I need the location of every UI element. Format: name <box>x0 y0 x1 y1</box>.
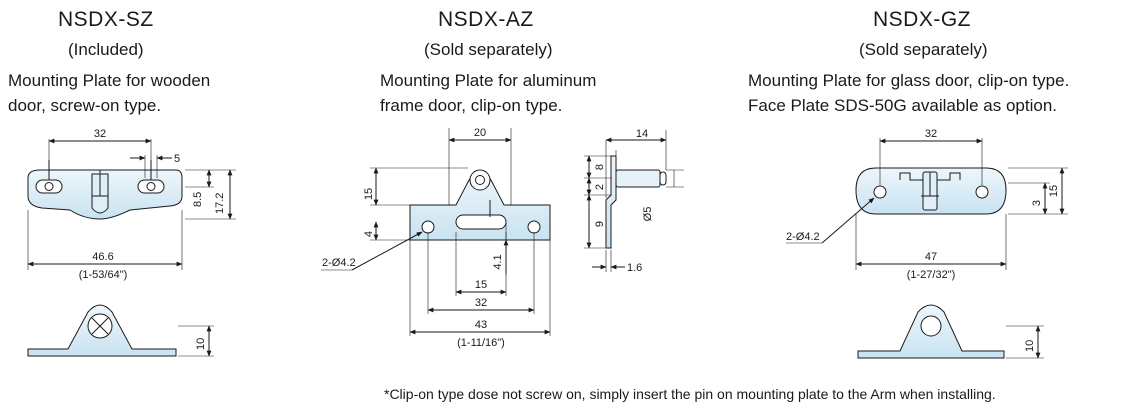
az-side-view <box>584 130 684 272</box>
description-gz-line2: Face Plate SDS-50G available as option. <box>748 96 1058 115</box>
az-dim-pin-dia: Ø5 <box>642 207 654 222</box>
az-dim-side-8: 8 <box>594 164 606 170</box>
sz-dim-width-total: 46.6 <box>92 251 113 263</box>
sz-slot-right <box>137 179 165 194</box>
sz-side-view <box>27 304 214 357</box>
gz-dim-holes: 2-Ø4.2 <box>786 231 820 243</box>
gz-dim-height-3: 3 <box>1031 200 1043 206</box>
description-az-line2: frame door, clip-on type. <box>380 96 563 115</box>
availability-az: (Sold separately) <box>424 40 553 59</box>
gz-dim-side-height: 10 <box>1024 340 1036 352</box>
gz-top-view <box>786 138 1068 270</box>
sz-top-view <box>27 138 236 270</box>
az-dim-holes: 2-Ø4.2 <box>322 257 356 269</box>
az-dim-height-41: 4.1 <box>492 254 504 269</box>
model-title-az: NSDX-AZ <box>438 8 534 31</box>
description-az-line1: Mounting Plate for aluminum <box>380 71 597 90</box>
az-dim-width-15: 15 <box>475 279 487 291</box>
description-sz-line1: Mounting Plate for wooden <box>8 71 211 90</box>
availability-gz: (Sold separately) <box>859 40 988 59</box>
availability-sz: (Included) <box>68 40 144 59</box>
az-dim-height-15: 15 <box>363 188 375 200</box>
sz-pin-tip <box>91 195 109 214</box>
az-dim-side-width: 14 <box>636 128 648 140</box>
az-dim-width-top: 20 <box>474 127 486 139</box>
model-title-sz: NSDX-SZ <box>58 8 154 31</box>
az-dim-side-9: 9 <box>594 221 606 227</box>
az-dim-side-2: 2 <box>594 184 606 190</box>
az-dim-thickness: 1.6 <box>627 262 642 274</box>
az-dim-height-4: 4 <box>363 231 375 237</box>
footnote: *Clip-on type dose not screw on, simply … <box>384 386 996 402</box>
gz-side-view <box>857 304 1044 359</box>
gz-dim-width-top: 32 <box>925 128 937 140</box>
description-gz-line1: Mounting Plate for glass door, clip-on t… <box>748 71 1070 90</box>
sz-dim-width-top: 32 <box>94 128 106 140</box>
sz-dim-side-height: 10 <box>195 338 207 350</box>
model-title-gz: NSDX-GZ <box>873 8 971 31</box>
sz-dim-height-b: 17.2 <box>214 193 226 214</box>
az-dim-width-inch: (1-11/16") <box>457 337 505 349</box>
sz-dim-slot: 5 <box>174 153 180 165</box>
az-dim-width-total: 43 <box>475 319 487 331</box>
gz-dim-height-15: 15 <box>1048 185 1060 197</box>
gz-dim-width-total: 47 <box>925 251 937 263</box>
sz-slot-left <box>35 179 63 194</box>
sz-dim-height-a: 8.5 <box>192 192 204 207</box>
az-front-view <box>321 128 551 336</box>
sz-dim-width-inch: (1-53/64") <box>79 269 128 281</box>
gz-dim-width-inch: (1-27/32") <box>907 269 956 281</box>
az-dim-width-32: 32 <box>475 297 487 309</box>
description-sz-line2: door, screw-on type. <box>8 96 162 115</box>
